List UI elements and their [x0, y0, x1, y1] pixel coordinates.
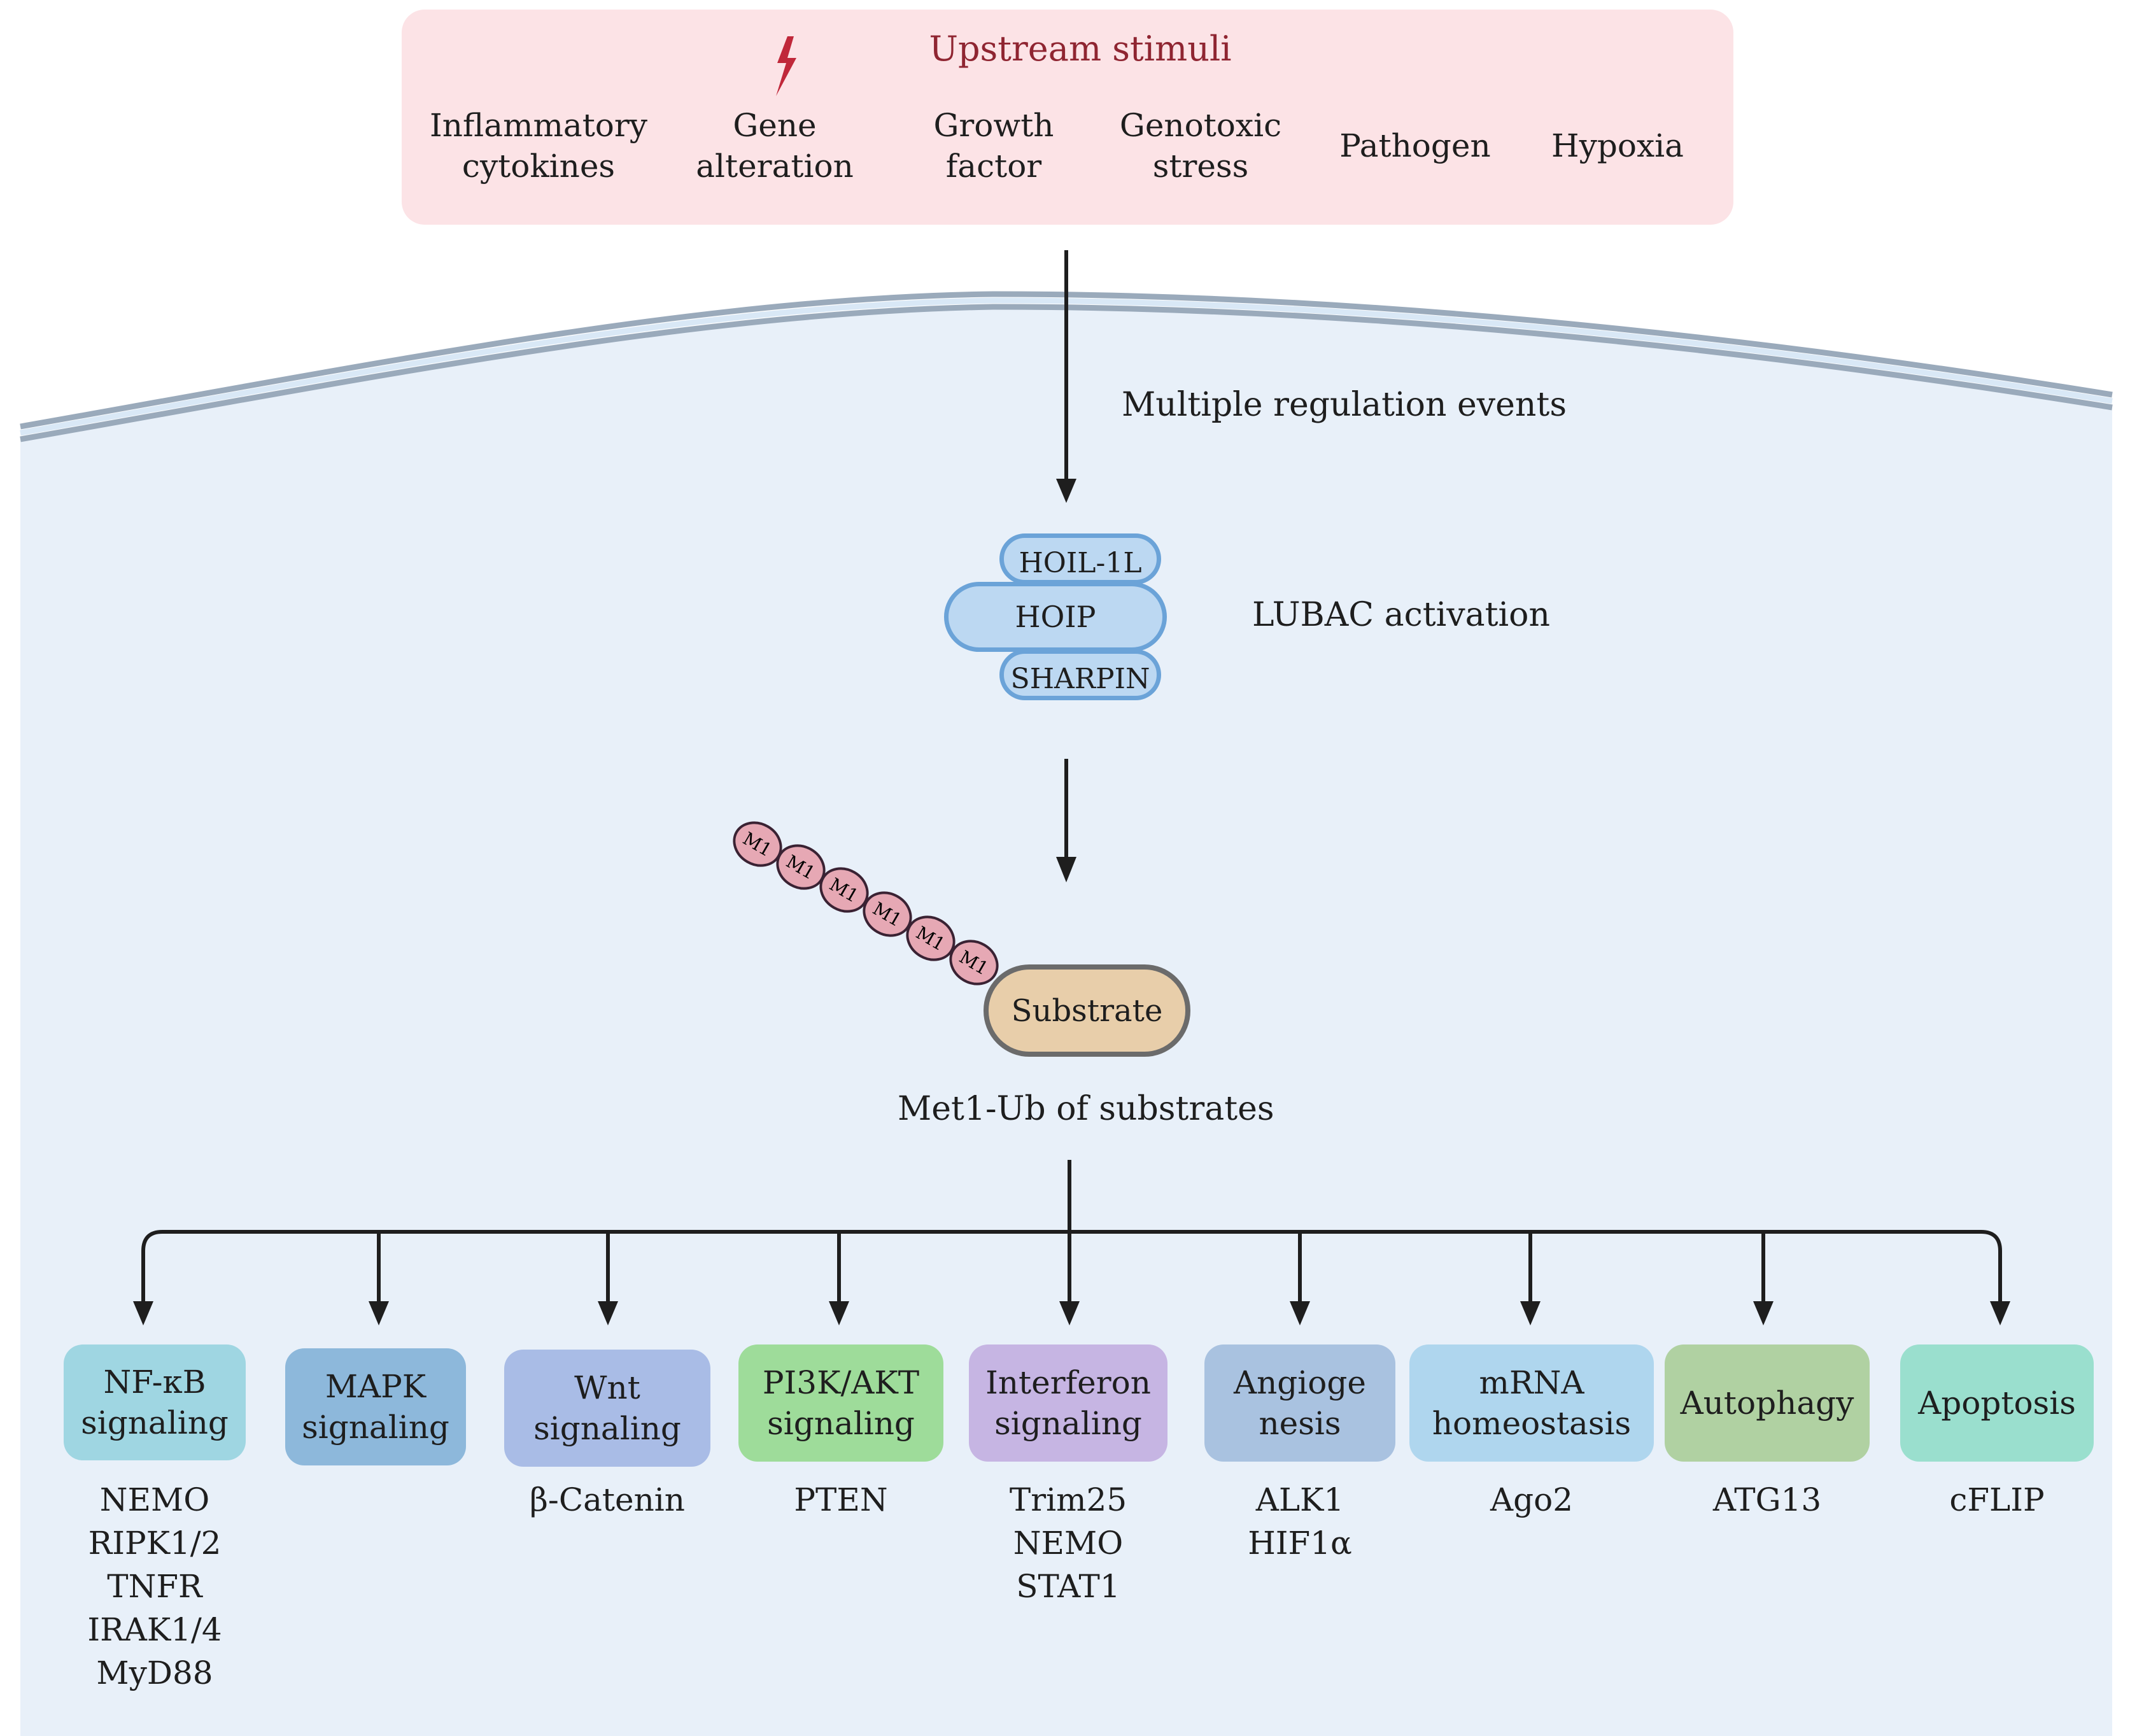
branch-bar	[141, 1230, 2002, 1306]
branch-arrowhead	[133, 1301, 153, 1325]
arrowhead-lubac-to-substrate	[1056, 857, 1076, 882]
pathway-box: Apoptosis	[1900, 1344, 2094, 1462]
branch-arrowhead	[1059, 1301, 1080, 1325]
target-protein: β-Catenin	[530, 1481, 685, 1518]
stimulus-genotoxic-stress: Genotoxic stress	[1119, 107, 1282, 185]
arrowhead-stimuli-to-lubac	[1056, 479, 1076, 503]
pathway-box: Angioge nesis	[1204, 1344, 1395, 1462]
pathway-box: PI3K/AKT signaling	[738, 1344, 943, 1462]
pathway-label: Interferon signaling	[985, 1364, 1151, 1442]
branch-arrowhead	[1753, 1301, 1774, 1325]
lightning-bolt-icon	[776, 36, 796, 96]
stimulus-hypoxia: Hypoxia	[1551, 127, 1684, 164]
lubac-complex: HOIL-1L SHARPIN HOIP	[942, 533, 1178, 705]
target-protein: cFLIP	[1949, 1481, 2045, 1518]
target-protein: Trim25	[1009, 1481, 1127, 1518]
cell-membrane-outer	[20, 291, 2113, 430]
branch-arrowhead	[1990, 1301, 2010, 1325]
lubac-hoip: HOIP	[944, 582, 1167, 652]
substrate-node: Substrate	[984, 964, 1190, 1057]
target-protein: MyD88	[96, 1655, 213, 1691]
pathway-box: MAPK signaling	[285, 1348, 466, 1465]
stimulus-growth-factor: Growth factor	[933, 107, 1054, 185]
target-protein: PTEN	[794, 1481, 888, 1518]
target-protein: NEMO	[1013, 1525, 1124, 1562]
lubac-sharpin: SHARPIN	[999, 649, 1161, 700]
pathway-box: mRNA homeostasis	[1409, 1344, 1654, 1462]
pathway-box: NF-κB signaling	[64, 1344, 246, 1460]
branch-arrowhead	[1290, 1301, 1310, 1325]
pathway-label: mRNA homeostasis	[1432, 1364, 1632, 1442]
lubac-hoil1l: HOIL-1L	[999, 533, 1161, 584]
target-protein: RIPK1/2	[88, 1525, 222, 1562]
cell-membrane-gap	[20, 297, 2113, 436]
pathway-targets: PTEN	[733, 1478, 949, 1521]
cell-membrane-inner	[20, 304, 2113, 442]
target-protein: ALK1	[1255, 1481, 1344, 1518]
target-protein: ATG13	[1712, 1481, 1822, 1518]
upstream-stimuli-title: Upstream stimuli	[929, 29, 1232, 69]
target-protein: STAT1	[1016, 1568, 1120, 1605]
pathway-targets: β-Catenin	[499, 1478, 716, 1521]
pathway-label: PI3K/AKT signaling	[762, 1364, 920, 1442]
pathway-label: Autophagy	[1680, 1385, 1854, 1422]
pathway-label: Wnt signaling	[533, 1369, 681, 1447]
branch-arrowhead	[598, 1301, 618, 1325]
m1-ubiquitin: M1	[776, 844, 826, 890]
pathway-box: Autophagy	[1665, 1344, 1870, 1462]
branch-arrowhead	[1520, 1301, 1541, 1325]
pathway-label: Angioge nesis	[1233, 1364, 1366, 1442]
upstream-stimuli-panel: Upstream stimuli Inflammatory cytokines …	[402, 10, 1733, 225]
m1-ubiquitin: M1	[949, 940, 999, 985]
pathway-targets: Ago2	[1423, 1478, 1640, 1521]
target-protein: TNFR	[107, 1568, 202, 1605]
pathway-targets: ATG13	[1659, 1478, 1875, 1521]
target-protein: HIF1α	[1248, 1525, 1352, 1562]
branch-arrows	[133, 1232, 2010, 1325]
target-protein: IRAK1/4	[87, 1611, 222, 1648]
lubac-activation-label: LUBAC activation	[1252, 596, 1550, 634]
stimulus-pathogen: Pathogen	[1339, 127, 1491, 164]
m1-ubiquitin: M1	[906, 915, 956, 961]
stimulus-inflammatory-cytokines: Inflammatory cytokines	[429, 107, 648, 185]
met1-ub-caption: Met1-Ub of substrates	[898, 1090, 1274, 1128]
pathway-label: Apoptosis	[1918, 1385, 2076, 1422]
branch-arrowhead	[369, 1301, 389, 1325]
target-protein: NEMO	[99, 1481, 210, 1518]
stimulus-gene-alteration: Gene alteration	[696, 107, 854, 185]
pathway-box: Interferon signaling	[969, 1344, 1167, 1462]
branch-arrowhead	[829, 1301, 849, 1325]
pathway-box: Wnt signaling	[504, 1350, 710, 1467]
pathway-label: NF-κB signaling	[81, 1364, 229, 1441]
pathway-label: MAPK signaling	[302, 1368, 449, 1446]
regulation-label: Multiple regulation events	[1122, 386, 1567, 424]
target-protein: Ago2	[1490, 1481, 1574, 1518]
pathway-targets: cFLIP	[1889, 1478, 2105, 1521]
